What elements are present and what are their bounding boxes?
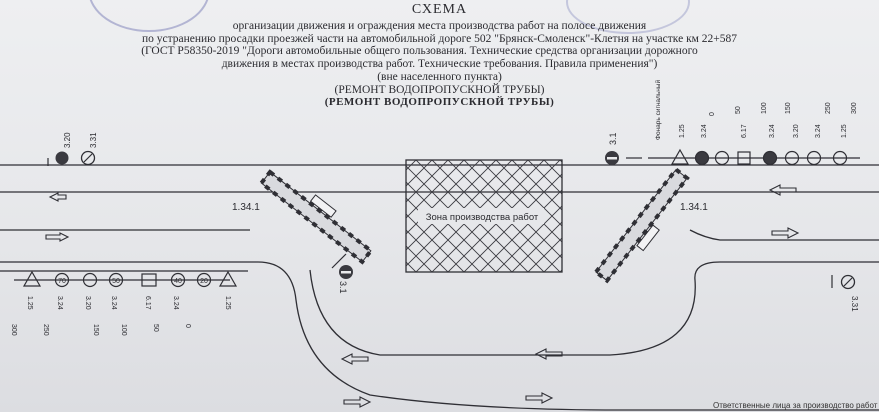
lane-arrow-right-4 xyxy=(771,227,800,239)
header-line-1: организации движения и ограждения места … xyxy=(232,20,647,32)
svg-text:1.25: 1.25 xyxy=(224,296,231,310)
sign-row-left-labels: 1.25 300 250 3.24 3.20 150 3.24 100 6.17… xyxy=(10,296,231,336)
header-line-5: (вне населенного пункта) xyxy=(377,71,502,83)
svg-text:0: 0 xyxy=(184,324,191,328)
repair-subtitle: (РЕМОНТ ВОДОПРОПУСКНОЙ ТРУБЫ) xyxy=(324,96,555,108)
svg-text:6.17: 6.17 xyxy=(144,296,151,310)
svg-text:3.24: 3.24 xyxy=(701,124,708,138)
barrier-left xyxy=(258,169,374,265)
scheme-title: СХЕМА xyxy=(411,2,468,17)
lane-arrow-left-3 xyxy=(534,348,563,360)
svg-text:3.24: 3.24 xyxy=(815,124,822,138)
svg-text:3.24: 3.24 xyxy=(110,296,117,310)
svg-text:3.20: 3.20 xyxy=(84,296,91,310)
svg-text:150: 150 xyxy=(785,102,792,114)
marking-label-right: 1.34.1 xyxy=(680,202,708,213)
sign-row-right xyxy=(648,148,860,166)
svg-text:1.25: 1.25 xyxy=(26,296,33,310)
svg-text:100: 100 xyxy=(120,324,127,336)
footer-note: Ответственные лица за производство работ xyxy=(713,401,878,410)
barrier-right xyxy=(593,166,690,284)
lane-arrow-right-1 xyxy=(45,232,70,242)
svg-text:3.1: 3.1 xyxy=(338,281,348,294)
lane-arrow-left-1 xyxy=(48,192,67,202)
sign-group-left-top: 3.20 3.31 xyxy=(47,132,98,166)
svg-text:3.31: 3.31 xyxy=(850,296,859,312)
header-line-2: по устранению просадки проезжей части на… xyxy=(141,33,738,45)
lane-arrow-right-3 xyxy=(525,392,554,404)
svg-text:100: 100 xyxy=(761,102,768,114)
road-edges xyxy=(0,164,879,411)
sign-row-right-labels: Фонарь сигнальный 1.25 3.24 0 6.17 50 10… xyxy=(654,80,858,140)
marking-label-left: 1.34.1 xyxy=(232,202,260,213)
speed-50: 50 xyxy=(112,278,120,285)
sign-31-right: 3.1 xyxy=(605,132,642,165)
work-zone: Зона производства работ xyxy=(405,159,563,273)
lane-arrow-left-4 xyxy=(768,184,797,196)
lane-arrow-left-2 xyxy=(340,353,369,365)
svg-text:250: 250 xyxy=(825,102,832,114)
svg-text:3.24: 3.24 xyxy=(56,296,63,310)
svg-text:1.25: 1.25 xyxy=(841,124,848,138)
sign-row-left xyxy=(14,270,238,288)
svg-text:250: 250 xyxy=(42,324,49,336)
svg-text:6.17: 6.17 xyxy=(741,124,748,138)
svg-text:0: 0 xyxy=(709,112,716,116)
svg-text:300: 300 xyxy=(851,102,858,114)
speed-70: 70 xyxy=(58,278,66,285)
speed-40: 40 xyxy=(174,278,182,285)
lane-arrow-right-2 xyxy=(343,396,372,408)
svg-text:1.25: 1.25 xyxy=(679,124,686,138)
header-line-4: движения в местах производства работ. Те… xyxy=(221,58,658,70)
svg-text:150: 150 xyxy=(92,324,99,336)
svg-text:50: 50 xyxy=(152,324,159,332)
header-line-6: (РЕМОНТ ВОДОПРОПУСКНОЙ ТРУБЫ) xyxy=(334,84,545,96)
svg-text:Фонарь сигнальный: Фонарь сигнальный xyxy=(654,80,662,140)
svg-text:300: 300 xyxy=(10,324,17,336)
header-line-3: (ГОСТ Р58350-2019 "Дороги автомобильные … xyxy=(141,45,698,57)
svg-text:3.24: 3.24 xyxy=(769,124,776,138)
svg-text:50: 50 xyxy=(735,106,742,114)
svg-text:3.24: 3.24 xyxy=(172,296,179,310)
svg-text:3.31: 3.31 xyxy=(89,132,98,148)
svg-text:3.1: 3.1 xyxy=(608,132,618,145)
sign-331-right: 3.31 xyxy=(831,274,859,312)
lane-arrows xyxy=(45,184,800,408)
speed-limit-values: 70 50 40 20 xyxy=(58,278,208,285)
sign-31-left: 3.1 xyxy=(331,253,353,294)
work-zone-label: Зона производства работ xyxy=(426,212,539,223)
speed-20: 20 xyxy=(200,278,208,285)
svg-text:3.20: 3.20 xyxy=(63,132,72,148)
svg-text:3.20: 3.20 xyxy=(793,124,800,138)
